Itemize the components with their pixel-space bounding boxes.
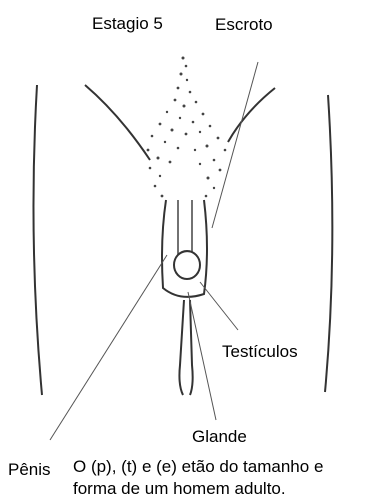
- testicles-label: Testículos: [222, 342, 298, 362]
- scrotum-lower-right: [190, 300, 193, 395]
- scrotum-label: Escroto: [215, 15, 273, 35]
- scrotum-lower-left: [179, 300, 184, 395]
- left-thigh-outline: [33, 85, 42, 395]
- penis-inner-line: [178, 200, 192, 255]
- leader-penis: [50, 255, 167, 440]
- caption-line-2: forma de um homem adulto.: [73, 478, 373, 500]
- leader-scrotum: [212, 62, 258, 228]
- right-thigh-outline: [325, 95, 332, 392]
- caption: O (p), (t) e (e) etão do tamanho e forma…: [73, 456, 373, 500]
- left-groin-line: [85, 85, 150, 160]
- glans-label: Glande: [192, 427, 247, 447]
- caption-line-1: O (p), (t) e (e) etão do tamanho e: [73, 456, 373, 478]
- stage-label: Estagio 5: [92, 14, 163, 34]
- glans-shape: [174, 251, 200, 279]
- pubic-hair: [147, 57, 227, 198]
- leader-testicles: [200, 282, 238, 330]
- penis-label: Pênis: [8, 460, 51, 480]
- right-groin-line: [228, 88, 275, 142]
